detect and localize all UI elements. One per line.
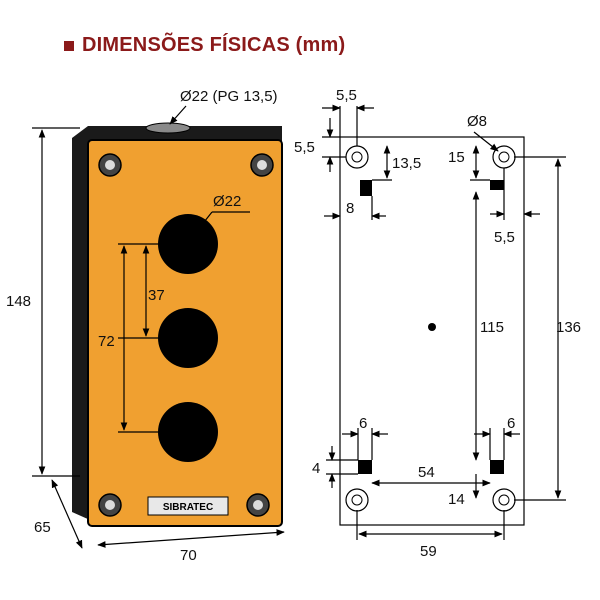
- bottom-right-y-label: 14: [448, 491, 465, 508]
- slot-x-right-label: 5,5: [494, 229, 515, 246]
- top-offset-x-label: 5,5: [336, 87, 357, 104]
- bottom-slot-right-label: 6: [507, 415, 515, 432]
- button-hole-1: [158, 214, 218, 274]
- slot-x-left-label: 8: [346, 200, 354, 217]
- brand-label: SIBRATEC: [163, 502, 213, 513]
- brand-plate: [147, 496, 229, 516]
- button-hole-3: [158, 402, 218, 462]
- top-offset-y-label: 5,5: [294, 139, 315, 156]
- hole-diameter-label: Ø22: [213, 193, 241, 210]
- pitch-label: 37: [148, 287, 165, 304]
- gland-label: Ø22 (PG 13,5): [180, 88, 278, 105]
- title-bullet: [64, 40, 74, 51]
- width-label: 70: [180, 547, 197, 564]
- center-mark: [428, 323, 436, 331]
- slot-y-right-label: 15: [448, 149, 465, 166]
- cable-gland: [145, 122, 191, 134]
- title-text: DIMENSÕES FÍSICAS (mm): [82, 34, 346, 56]
- back-view: 5,5 5,5 Ø8 13,5 15 8 5,5 115: [294, 87, 581, 560]
- hole-span-label: 59: [420, 543, 437, 560]
- bottom-slot-left-label: 6: [359, 415, 367, 432]
- front-view: SIBRATEC Ø22 (PG 13,5) Ø22 148 65 70 37 …: [6, 88, 285, 564]
- slot-y-left-label: 13,5: [392, 155, 421, 172]
- corner-screws: [98, 153, 274, 517]
- span-label: 72: [98, 333, 115, 350]
- button-hole-2: [158, 308, 218, 368]
- bottom-span-label: 54: [418, 464, 435, 481]
- mount-hole-label: Ø8: [467, 113, 487, 130]
- page-title: DIMENSÕES FÍSICAS (mm): [64, 34, 345, 57]
- height-label: 148: [6, 293, 31, 310]
- outer-height-label: 136: [556, 319, 581, 336]
- depth-label: 65: [34, 519, 51, 536]
- bottom-slot-h-label: 4: [312, 460, 320, 477]
- mount-slots: [358, 180, 504, 474]
- inner-height-label: 115: [480, 319, 504, 336]
